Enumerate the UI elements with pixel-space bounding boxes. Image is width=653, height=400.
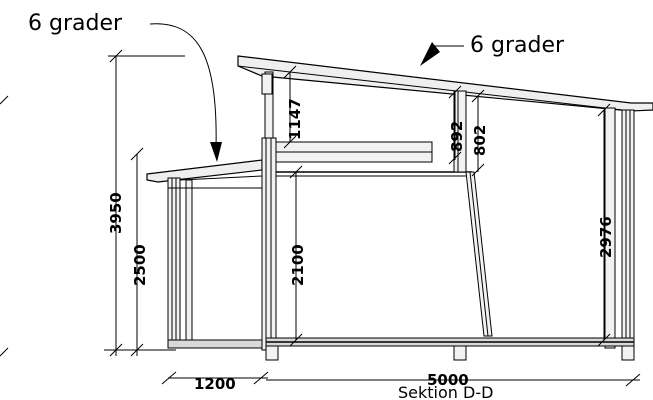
small-roof xyxy=(146,159,263,183)
dimension-lines xyxy=(0,49,641,387)
main-roof xyxy=(237,55,653,112)
main-wall-left xyxy=(261,71,277,351)
right-roof-angle-label: 6 grader xyxy=(470,33,565,58)
dim-left-width: 1200 xyxy=(194,375,236,393)
main-floor xyxy=(265,337,635,361)
dim-upper-gap-left: 1147 xyxy=(286,98,304,140)
dim-upper-gap-mid-a: 892 xyxy=(448,121,466,152)
dim-overall-height: 3950 xyxy=(107,192,125,234)
angle-arrow-right xyxy=(420,42,464,66)
left-roof-angle-label: 6 grader xyxy=(28,11,123,36)
dim-ceiling-height-main: 2100 xyxy=(289,244,307,286)
small-room xyxy=(167,175,263,349)
section-title: Sektion D-D xyxy=(398,383,493,400)
dim-small-wall-height: 2500 xyxy=(131,244,149,286)
mid-post xyxy=(453,90,493,337)
dim-ceiling-height-right: 2976 xyxy=(597,216,615,258)
dim-upper-gap-mid-b: 802 xyxy=(471,125,489,156)
dim-main-width: 5000 xyxy=(427,371,469,389)
ceiling-beam xyxy=(275,141,472,177)
angle-leader-left xyxy=(149,23,222,162)
